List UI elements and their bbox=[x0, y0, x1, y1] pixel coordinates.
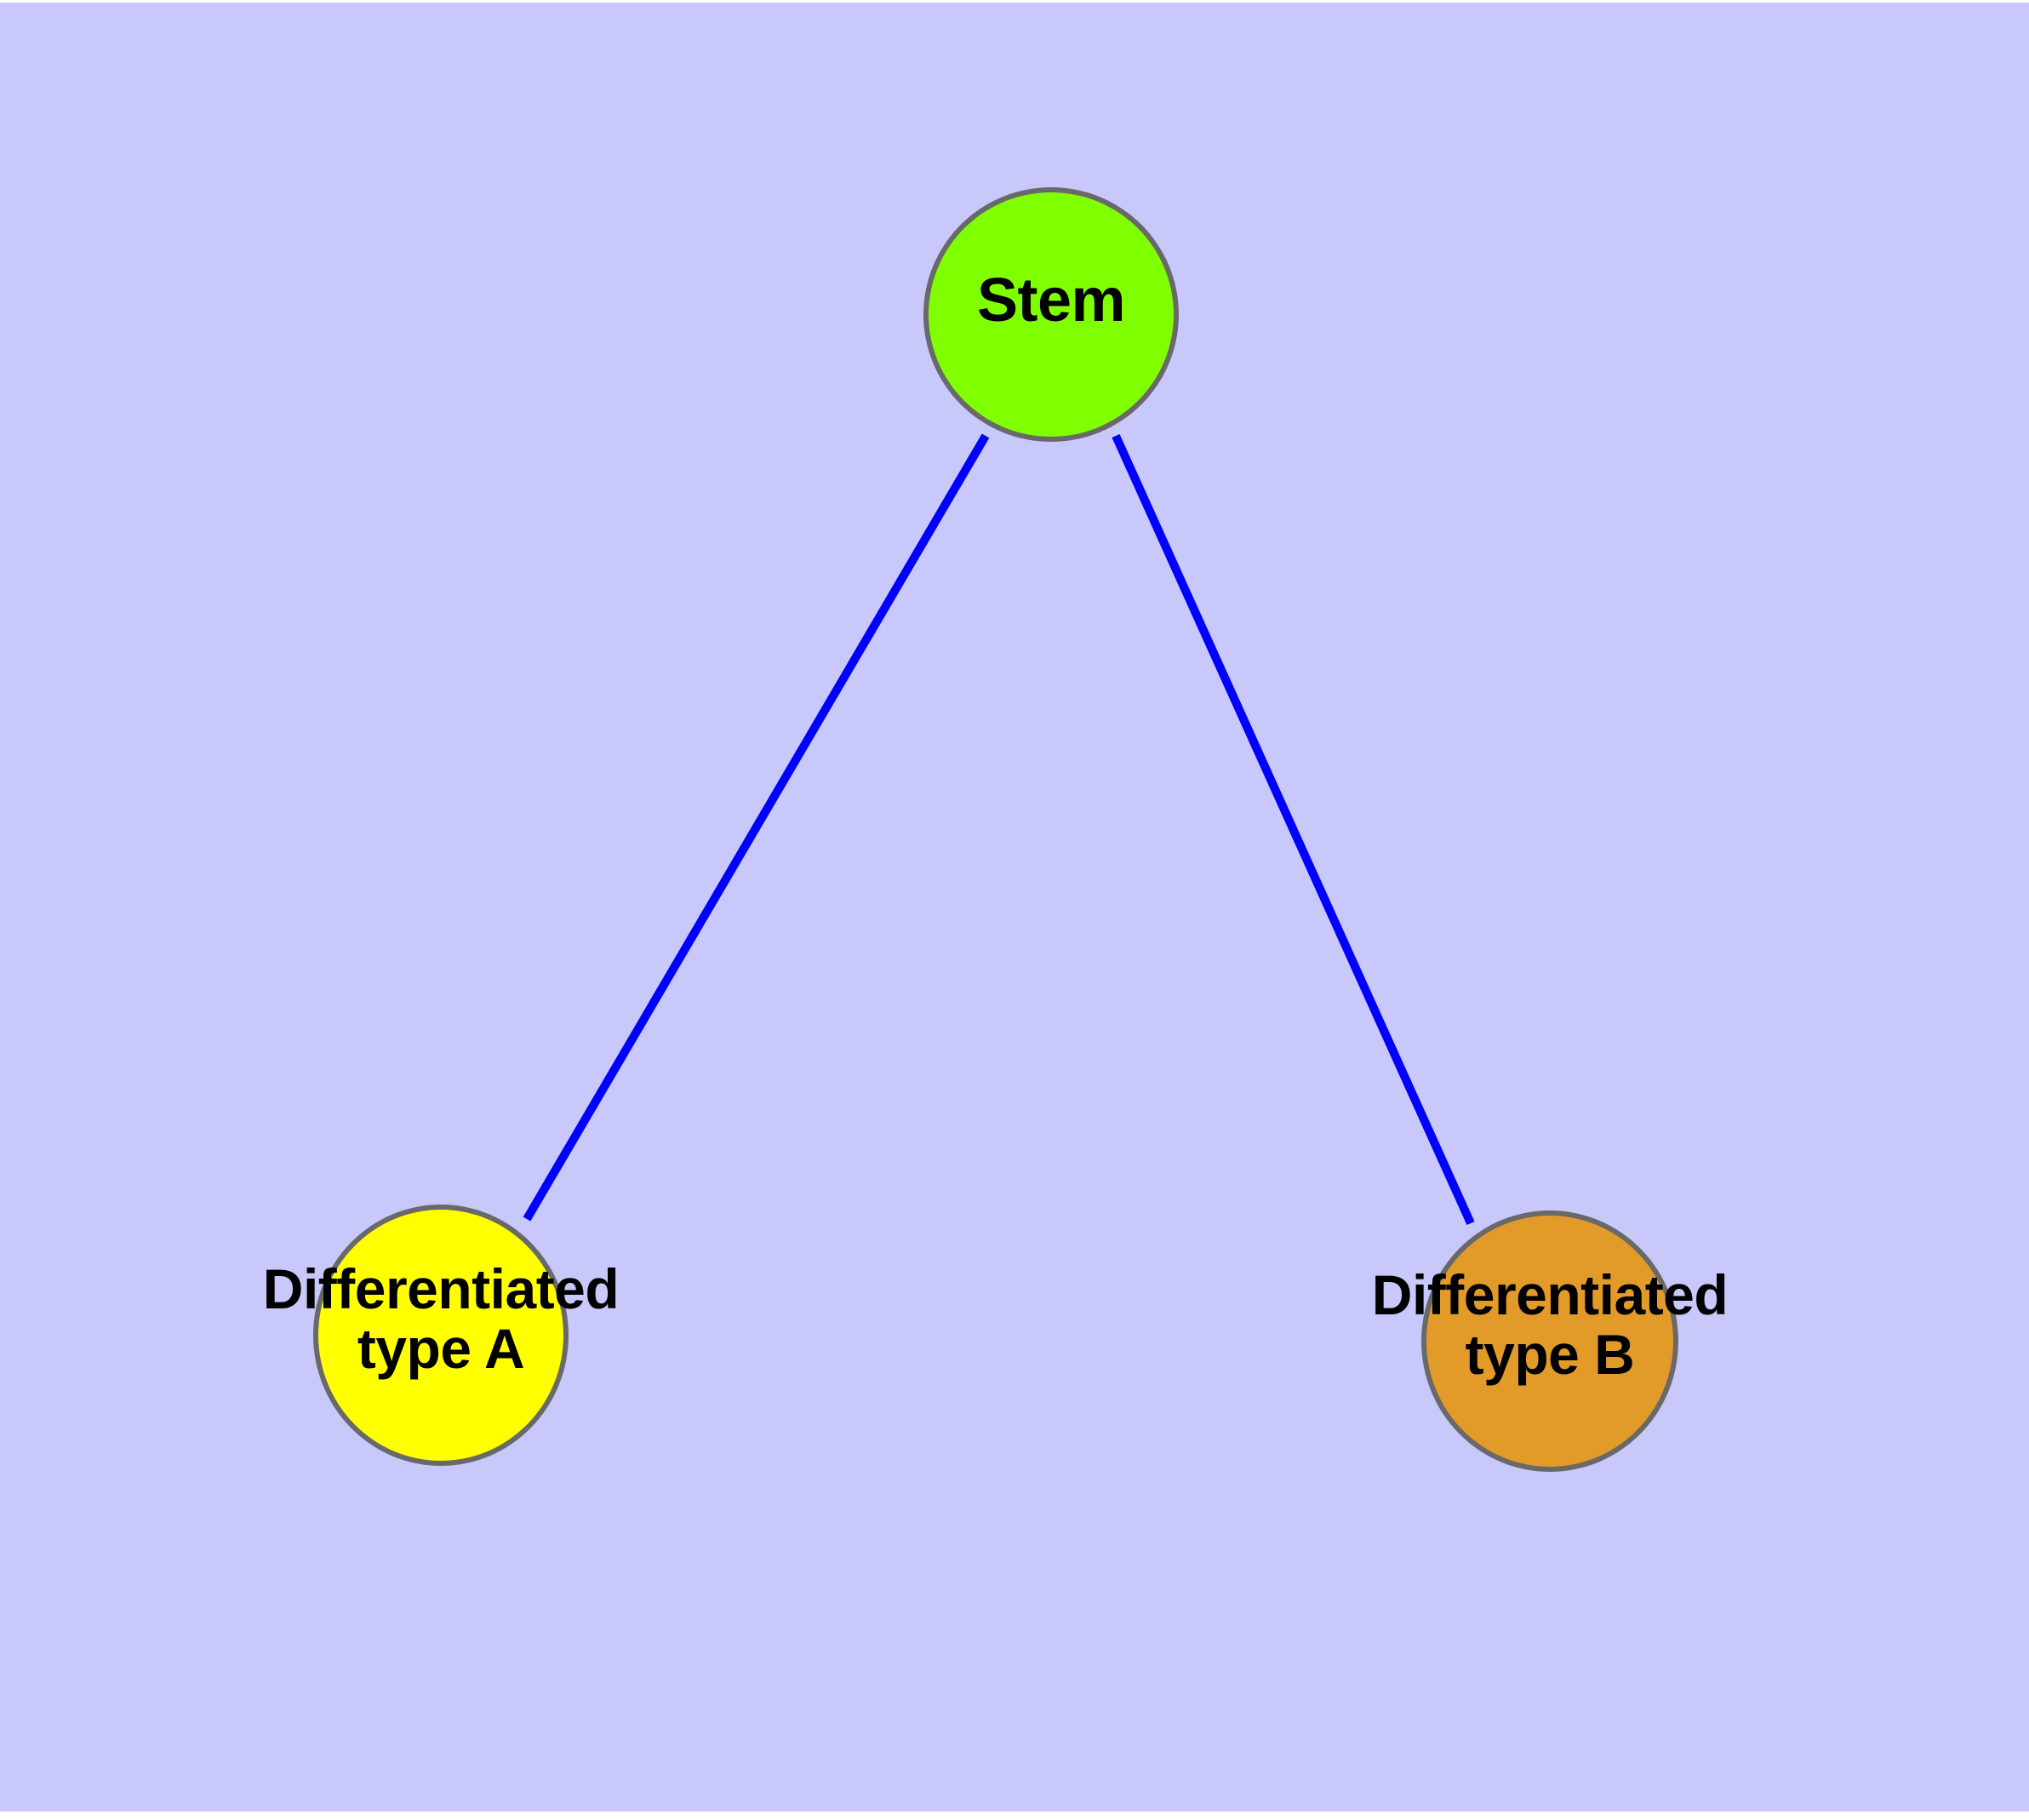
node-differentiated-type-a-label-line-1: Differentiated bbox=[262, 1257, 620, 1320]
node-differentiated-type-a-circle[interactable] bbox=[313, 1205, 569, 1466]
node-differentiated-type-a-label: Differentiated type A bbox=[100, 1257, 781, 1380]
node-differentiated-type-a-label-line-2: type A bbox=[357, 1316, 525, 1380]
node-differentiated-type-b-label: Differentiated type B bbox=[1209, 1263, 1890, 1386]
node-differentiated-type-b-label-line-1: Differentiated bbox=[1371, 1263, 1729, 1326]
node-stem-label-line-1: Stem bbox=[976, 266, 1126, 335]
edge-stem-to-differentiated-type-b bbox=[1112, 433, 1475, 1226]
edge-stem-to-differentiated-type-a bbox=[523, 433, 990, 1222]
node-stem-circle[interactable] bbox=[923, 187, 1179, 442]
node-stem-label: Stem bbox=[796, 266, 1306, 335]
node-differentiated-type-b-circle[interactable] bbox=[1421, 1210, 1678, 1472]
node-differentiated-type-b-label-line-2: type B bbox=[1465, 1322, 1635, 1386]
